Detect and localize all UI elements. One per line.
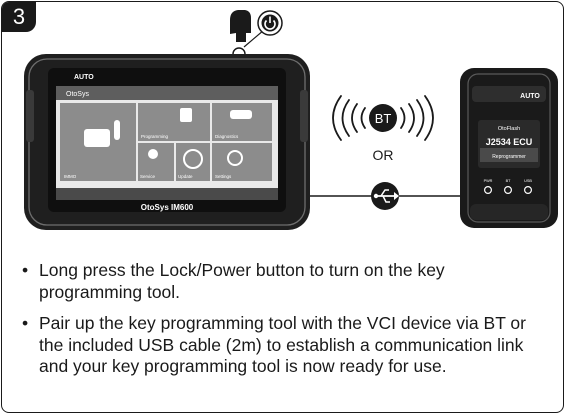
vci-device (460, 68, 558, 228)
tablet-model-label: OtoSys IM600 (141, 203, 194, 212)
vci-subtitle: Reprogrammer (492, 154, 526, 160)
step-number-badge: 3 (2, 2, 36, 32)
instruction-item: • Pair up the key programming tool with … (22, 313, 552, 378)
instruction-list: • Long press the Lock/Power button to tu… (22, 260, 552, 388)
tablet-app-title: OtoSys (66, 91, 89, 98)
vci-model: J2534 ECU (486, 137, 533, 147)
vci-led-label-usb: USB (524, 179, 532, 183)
tablet-brand: AUTO (74, 74, 94, 81)
instruction-text: Pair up the key programming tool with th… (39, 313, 526, 376)
tile-label-service: Service (140, 174, 156, 179)
vci-led-label-bt: BT (506, 179, 512, 183)
tablet-device (24, 54, 310, 230)
bullet-icon: • (22, 313, 29, 333)
power-icon (257, 10, 283, 36)
tile-label-programming: Programming (141, 134, 169, 139)
tile-label-immo: IMMO (64, 174, 77, 179)
bluetooth-signal-icon (332, 95, 434, 141)
vci-name: OtoFlash (498, 126, 520, 132)
bluetooth-badge (369, 104, 397, 132)
tile-label-diagnostics: Diagnostics (215, 134, 239, 139)
press-finger-icon (230, 10, 251, 42)
vci-led-label-pwr: PWR (484, 179, 493, 183)
bullet-icon: • (22, 260, 29, 280)
tile-label-settings: Settings (215, 174, 232, 179)
usb-icon (371, 182, 399, 210)
illustration: AUTO OtoSys IMMO Programming Diagnostics… (24, 10, 558, 230)
bluetooth-label: BT (375, 111, 392, 126)
instruction-text: Long press the Lock/Power button to turn… (39, 260, 445, 302)
instruction-item: • Long press the Lock/Power button to tu… (22, 260, 552, 303)
tile-label-update: Update (178, 174, 193, 179)
vci-brand: AUTO (520, 93, 540, 100)
or-label: OR (373, 147, 394, 163)
